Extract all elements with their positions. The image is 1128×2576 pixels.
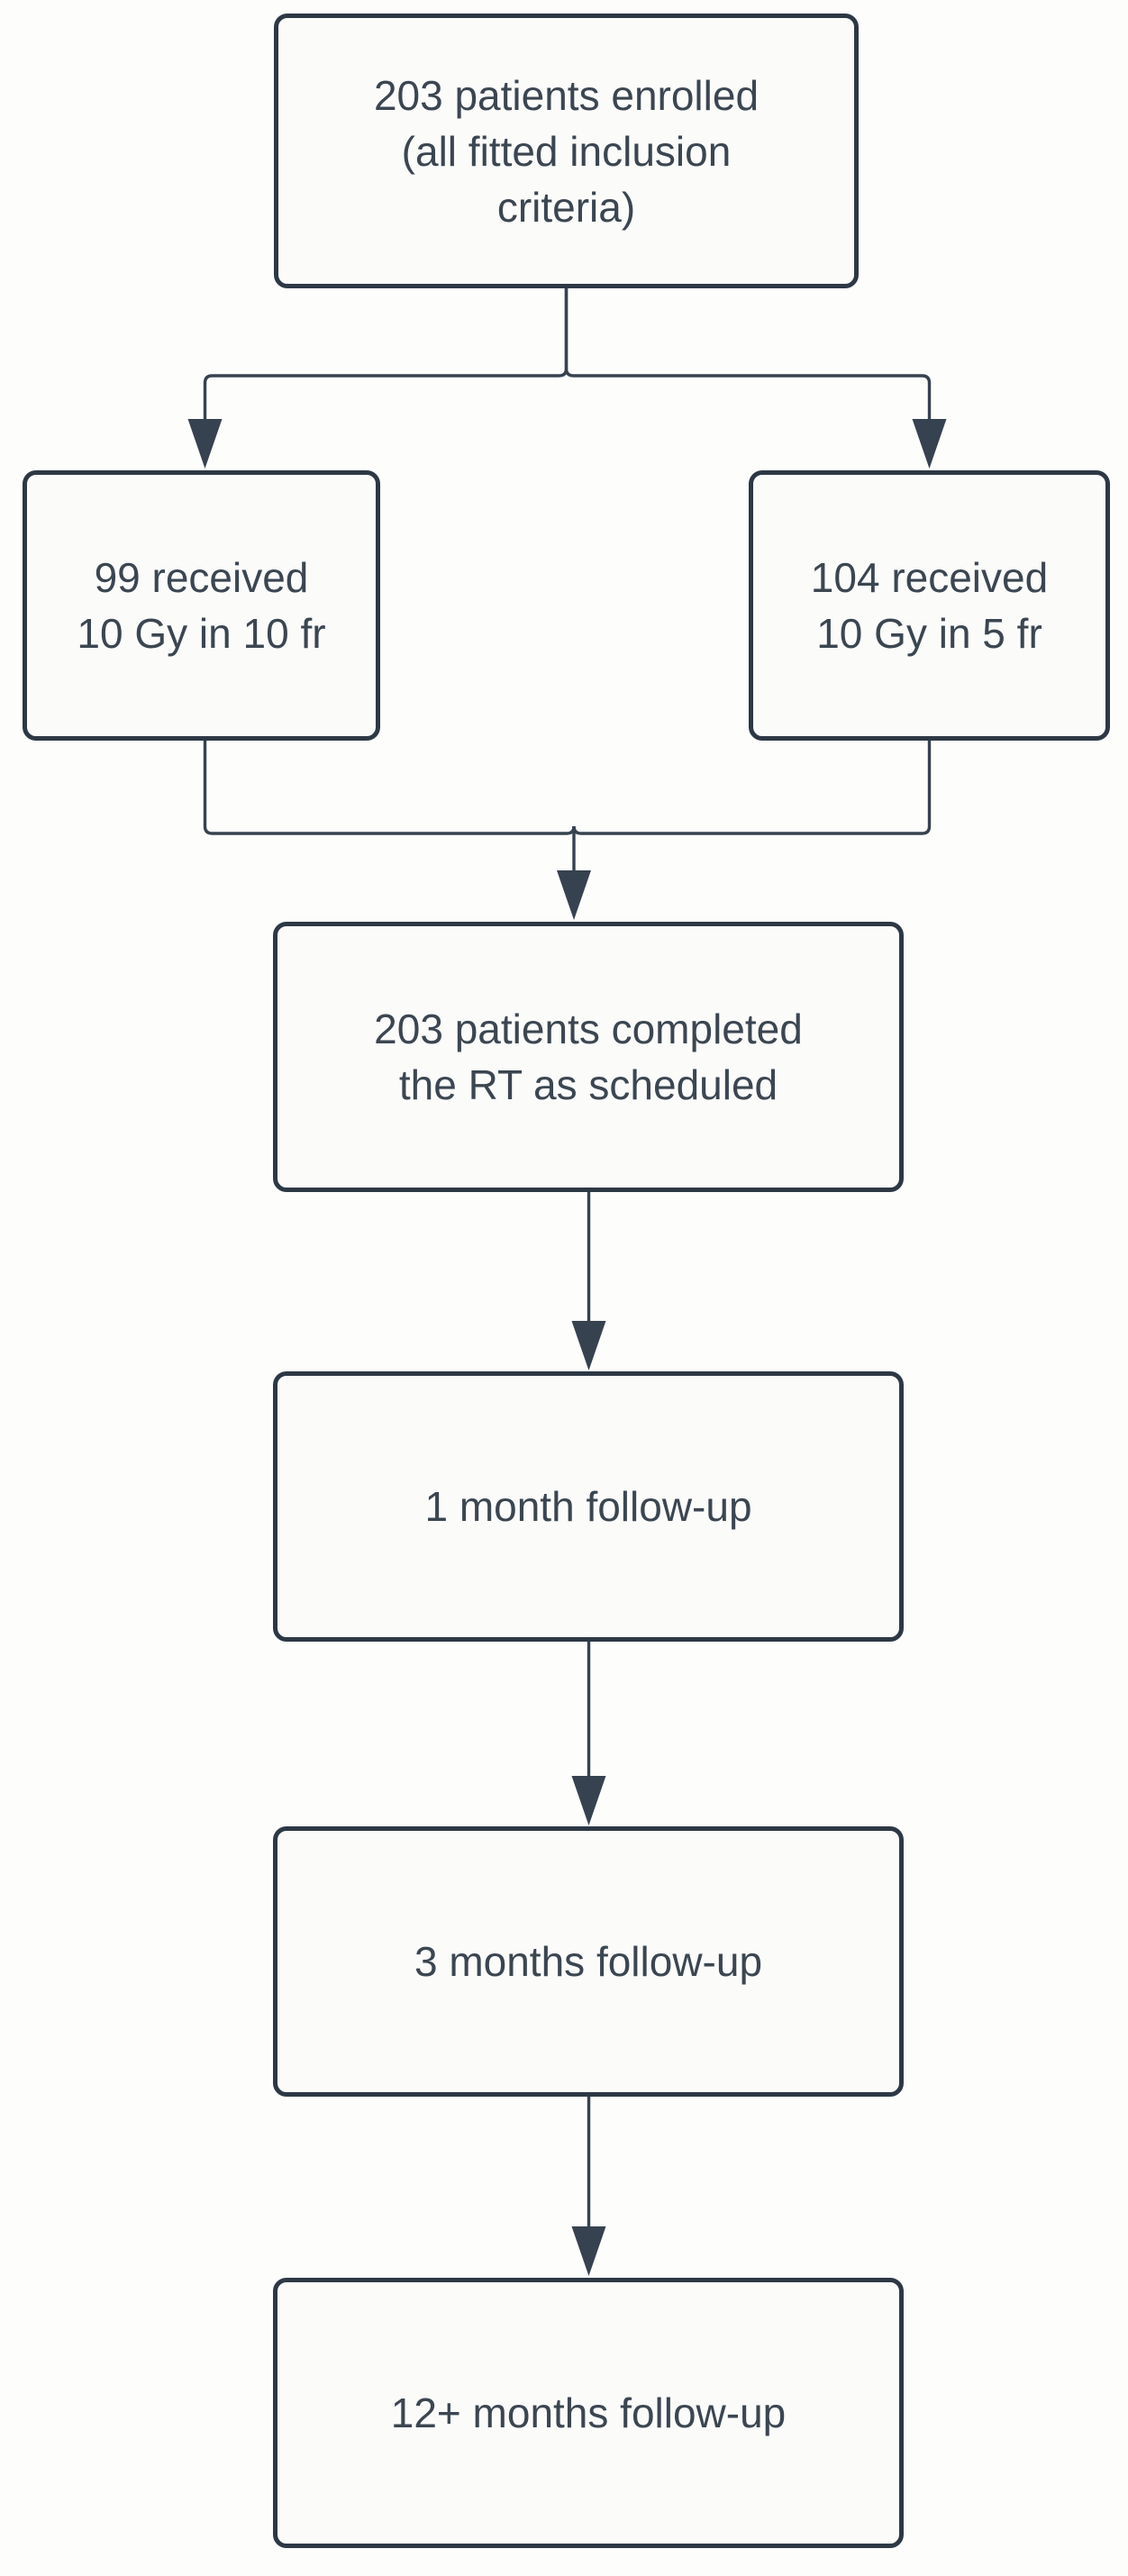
node-arm-10fr: 99 received 10 Gy in 10 fr [23,470,380,741]
connector-merge-left [203,741,576,835]
connector-merge-right [572,741,932,835]
node-completed-rt: 203 patients completed the RT as schedul… [273,922,904,1192]
node-enrolled: 203 patients enrolled (all fitted inclus… [274,14,859,288]
arrowhead-into-arm-10fr [187,419,223,469]
node-followup-3m-label: 3 months follow-up [414,1938,763,1985]
arrowhead-into-followup-3m [571,1776,606,1825]
node-followup-3m: 3 months follow-up [273,1826,904,2097]
node-followup-12m-label: 12+ months follow-up [390,2389,787,2436]
node-arm-10fr-label: 99 received 10 Gy in 10 fr [77,554,326,657]
arrowhead-into-arm-5fr [912,419,947,469]
arrowhead-into-followup-1m [571,1321,606,1370]
arrowhead-into-completed-rt [557,870,591,920]
node-followup-12m: 12+ months follow-up [273,2278,904,2548]
node-arm-5fr: 104 received 10 Gy in 5 fr [749,470,1110,741]
connector-split-right [564,288,932,420]
node-completed-rt-label: 203 patients completed the RT as schedul… [374,1006,803,1108]
connector-split-left [203,288,569,420]
node-followup-1m-label: 1 month follow-up [424,1483,752,1530]
node-enrolled-label: 203 patients enrolled (all fitted inclus… [373,71,760,231]
node-arm-5fr-label: 104 received 10 Gy in 5 fr [810,554,1049,657]
arrowhead-into-followup-12m [571,2226,606,2276]
node-followup-1m: 1 month follow-up [273,1371,904,1642]
